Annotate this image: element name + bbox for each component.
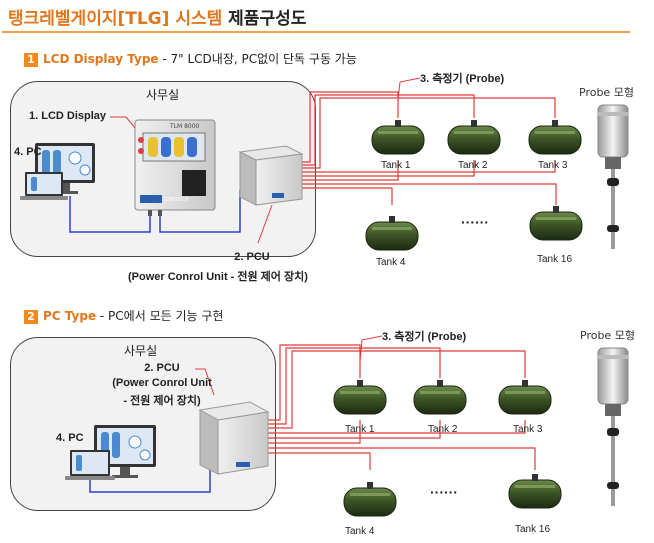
section1-tank-2 <box>447 120 501 155</box>
section2-tank-4 <box>343 482 397 517</box>
section2-red-wires <box>195 335 536 470</box>
section2-description: - PC에서 모든 기능 구현 <box>96 309 224 323</box>
lcd-brand-text: TLM 8000 <box>169 123 200 130</box>
section2-tank-3-label: Tank 3 <box>513 424 543 435</box>
section2-tank-1-label: Tank 1 <box>345 424 375 435</box>
section2-laptop <box>65 450 115 480</box>
section1-red-wires <box>110 77 557 244</box>
section1-probe-model <box>597 104 629 249</box>
section2-ellipsis: ······ <box>430 484 458 500</box>
section1-pcu-box <box>238 145 304 206</box>
section1-probe-label: 3. 측정기 (Probe) <box>420 73 505 85</box>
section2-tank-16 <box>508 474 562 509</box>
section2-tank-2 <box>413 380 467 415</box>
section2-title: PC Type <box>43 309 97 323</box>
section1-header: 1 LCD Display Type - 7" LCD내장, PC없이 단독 구동… <box>24 50 357 67</box>
section2-header: 2 PC Type - PC에서 모든 기능 구현 <box>24 307 223 324</box>
section1-ellipsis: ······ <box>461 214 489 230</box>
section1-laptop <box>20 172 68 200</box>
section1-lcd-label: 1. LCD Display <box>29 110 107 122</box>
section2-tank-1 <box>333 380 387 415</box>
section2-pc-label: 4. PC <box>56 432 84 444</box>
section1-tank-1 <box>371 120 425 155</box>
section2-blue-wires <box>89 470 211 493</box>
section1-tank-4 <box>365 216 419 251</box>
title-divider <box>2 31 630 33</box>
section1-tank-1-label: Tank 1 <box>381 160 411 171</box>
lcd-logo-text: CONTECH <box>164 197 189 203</box>
section2-pcu-box <box>198 401 270 475</box>
page-title-part2: 제품구성도 <box>228 9 307 29</box>
page-title-part1: 탱크레벨게이지[TLG] 시스템 <box>8 9 223 29</box>
section2-tank-4-label: Tank 4 <box>345 526 375 537</box>
section1-pc-label: 4. PC <box>14 146 42 158</box>
section1-pcu-label: 2. PCU <box>234 251 270 263</box>
page-title: 탱크레벨게이지[TLG] 시스템 제품구성도 <box>8 4 306 29</box>
section1-blue-wires <box>69 190 241 233</box>
section2-probe-model-label: Probe 모형 <box>580 329 635 342</box>
section2-pcu-label: 2. PCU <box>144 362 180 374</box>
section1-tank-3-label: Tank 3 <box>538 160 568 171</box>
section1-tank-4-label: Tank 4 <box>376 257 406 268</box>
section2-tank-3 <box>498 380 552 415</box>
section2-room-label: 사무실 <box>124 344 158 358</box>
section2-tank-16-label: Tank 16 <box>515 524 551 535</box>
section2-probe-label: 3. 측정기 (Probe) <box>382 331 467 343</box>
section1-tank-2-label: Tank 2 <box>458 160 488 171</box>
lcd-display-unit: TLM 8000 CONTECH <box>134 119 216 216</box>
section2-pcu-description-1: (Power Conrol Unit <box>112 377 212 389</box>
section1-pcu-description: (Power Conrol Unit - 전원 제어 장치) <box>128 271 308 283</box>
section2-pcu-description-2: - 전원 제어 장치) <box>123 395 201 407</box>
section1-tank-16-label: Tank 16 <box>537 254 573 265</box>
section2-tank-2-label: Tank 2 <box>428 424 458 435</box>
section1-room-label: 사무실 <box>146 88 180 102</box>
section1-number-badge: 1 <box>24 52 38 67</box>
section1-tank-3 <box>528 120 582 155</box>
section1-probe-model-label: Probe 모형 <box>579 86 634 99</box>
section1-title: LCD Display Type <box>43 52 159 66</box>
section1-description: - 7" LCD내장, PC없이 단독 구동 가능 <box>158 52 357 66</box>
section1-tank-16 <box>529 206 583 241</box>
section2-probe-model <box>597 347 629 506</box>
section2-number-badge: 2 <box>24 309 38 324</box>
